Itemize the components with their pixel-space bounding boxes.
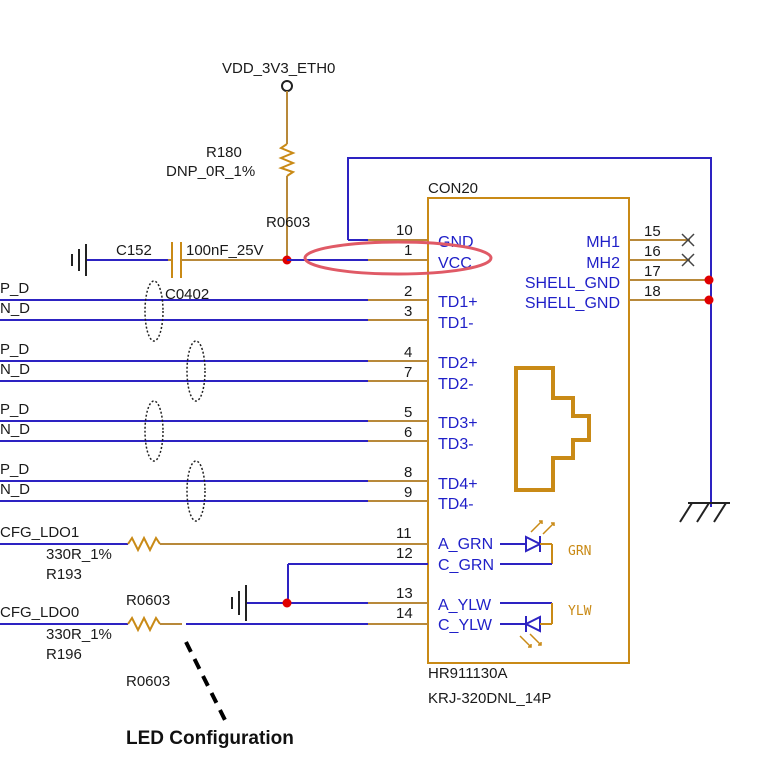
net-label: N_D bbox=[0, 300, 30, 317]
junction-dot bbox=[282, 598, 292, 608]
net-label: N_D bbox=[0, 421, 30, 438]
pin-number: 4 bbox=[404, 344, 412, 361]
pin-name: MH1 bbox=[586, 234, 620, 251]
pin-number: 6 bbox=[404, 424, 412, 441]
pin-number: 11 bbox=[396, 525, 412, 542]
power-terminal-icon bbox=[281, 80, 293, 92]
connector-body bbox=[427, 197, 630, 664]
pin-name: TD3- bbox=[438, 436, 474, 453]
connector-ref: CON20 bbox=[428, 180, 478, 197]
c152-ref: C152 bbox=[116, 242, 152, 259]
pin-name: VCC bbox=[438, 255, 472, 272]
r193-resistor-icon bbox=[127, 535, 161, 553]
r196-resistor-icon bbox=[127, 615, 161, 633]
diff-pair-marker-icon bbox=[186, 460, 206, 522]
pin-name: A_YLW bbox=[438, 597, 492, 614]
chassis-ground-icon bbox=[679, 502, 730, 523]
right-pin-group: 15 16 17 18 MH1 MH2 SHELL_GND SHELL_GND bbox=[525, 223, 714, 312]
pin-name: TD1- bbox=[438, 315, 474, 332]
c152-value: 100nF_25V bbox=[186, 242, 264, 259]
net-label: P_D bbox=[0, 341, 29, 358]
pin-number: 5 bbox=[404, 404, 412, 421]
r193-value: 330R_1% bbox=[46, 546, 112, 563]
r196-value: 330R_1% bbox=[46, 626, 112, 643]
diff-pair-marker-icon bbox=[144, 280, 164, 342]
pin-number: 16 bbox=[644, 243, 661, 260]
pin-name: A_GRN bbox=[438, 536, 493, 553]
power-rail-group: VDD_3V3_ETH0 R180 DNP_0R_1% R0603 bbox=[166, 60, 335, 260]
r196-package: R0603 bbox=[126, 673, 170, 690]
net-label: P_D bbox=[0, 280, 29, 297]
pin-number: 12 bbox=[396, 545, 413, 562]
pin-name: SHELL_GND bbox=[525, 295, 620, 312]
junction-dot bbox=[704, 295, 714, 305]
pin-number: 10 bbox=[396, 222, 413, 239]
annotation-pointer bbox=[184, 641, 228, 723]
power-rail-label: VDD_3V3_ETH0 bbox=[222, 60, 335, 77]
pin-number: 2 bbox=[404, 283, 412, 300]
r180-ref: R180 bbox=[206, 144, 242, 161]
green-led-icon bbox=[500, 520, 555, 565]
pin-name: TD2+ bbox=[438, 355, 478, 372]
pin-number: 1 bbox=[404, 242, 412, 259]
pin-number: 13 bbox=[396, 585, 413, 602]
connector-part-number: HR911130A bbox=[428, 665, 508, 682]
annotation-title: LED Configuration bbox=[126, 728, 294, 749]
r193-ref: R193 bbox=[46, 566, 82, 583]
diff-pair-markers bbox=[144, 280, 206, 522]
pin-name: TD2- bbox=[438, 376, 474, 393]
r180-package: R0603 bbox=[266, 214, 310, 231]
net-label: N_D bbox=[0, 361, 30, 378]
capacitor-group: C152 100nF_25V C0402 bbox=[71, 242, 287, 303]
rj45-jack-icon bbox=[514, 366, 591, 492]
r196-package: R0603 bbox=[126, 592, 170, 609]
net-label: N_D bbox=[0, 481, 30, 498]
pin-name: C_YLW bbox=[438, 617, 493, 634]
r180-resistor-icon bbox=[278, 143, 296, 177]
green-led-label: GRN bbox=[568, 544, 591, 559]
net-label: P_D bbox=[0, 461, 29, 478]
net-label: CFG_LDO0 bbox=[0, 604, 79, 621]
net-label: CFG_LDO1 bbox=[0, 524, 79, 541]
pin-name: SHELL_GND bbox=[525, 275, 620, 292]
pin-number: 18 bbox=[644, 283, 661, 300]
pin-name: TD1+ bbox=[438, 294, 478, 311]
no-connect-icon bbox=[681, 233, 695, 267]
pin-name: TD3+ bbox=[438, 415, 478, 432]
diff-pair-marker-icon bbox=[144, 400, 164, 462]
ground-icon bbox=[231, 585, 247, 621]
pin-name: TD4+ bbox=[438, 476, 478, 493]
left-net-labels: P_D N_D P_D N_D P_D N_D P_D N_D bbox=[0, 280, 30, 498]
pin-number: 8 bbox=[404, 464, 412, 481]
pin-number: 17 bbox=[644, 263, 661, 280]
vcc-highlight-ellipse bbox=[303, 240, 493, 276]
pin-name: C_GRN bbox=[438, 557, 494, 574]
c152-package: C0402 bbox=[165, 286, 209, 303]
junction-dot bbox=[704, 275, 714, 285]
net-label: P_D bbox=[0, 401, 29, 418]
led-config-group: CFG_LDO1 330R_1% R193 CFG_LDO0 330R_1% R… bbox=[0, 524, 428, 749]
gnd-loop-wire bbox=[347, 157, 712, 507]
left-pin-group: 10 GND 1 VCC 2 TD1+ 3 TD1- 4 TD2+ 7 TD2-… bbox=[396, 222, 494, 634]
pin-number: 15 bbox=[644, 223, 661, 240]
pin-number: 14 bbox=[396, 605, 413, 622]
pin-name: TD4- bbox=[438, 496, 474, 513]
diff-pair-marker-icon bbox=[186, 340, 206, 402]
pin-name: MH2 bbox=[586, 255, 620, 272]
r196-ref: R196 bbox=[46, 646, 82, 663]
pin-number: 7 bbox=[404, 364, 412, 381]
yellow-led-icon bbox=[500, 602, 553, 648]
pin-number: 9 bbox=[404, 484, 412, 501]
connector-package: KRJ-320DNL_14P bbox=[428, 690, 551, 707]
r180-value: DNP_0R_1% bbox=[166, 163, 255, 180]
yellow-led-label: YLW bbox=[568, 604, 592, 619]
diff-pair-wires bbox=[0, 299, 428, 502]
pin-number: 3 bbox=[404, 303, 412, 320]
